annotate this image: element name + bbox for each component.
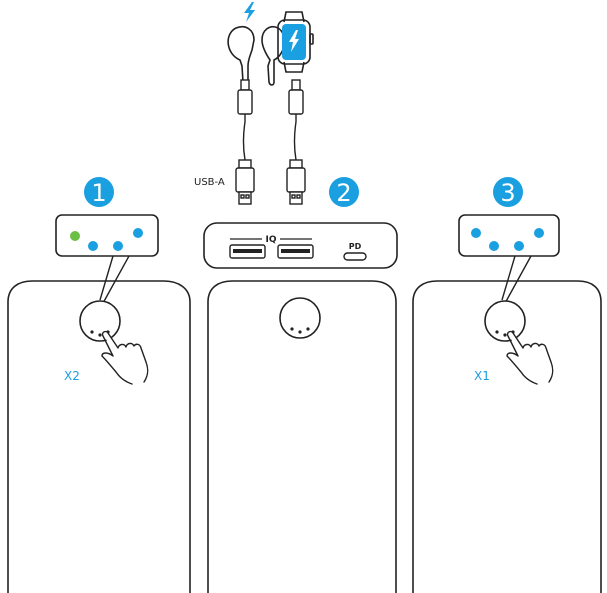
tap-count-label: X2 [64, 369, 80, 383]
power-button-icon [484, 300, 526, 342]
lightning-bolt-icon [244, 2, 255, 22]
power-button-icon [79, 300, 121, 342]
tap-count-label: X1 [474, 369, 490, 383]
led-indicator-icon [133, 228, 143, 238]
lightning-bolt-icon [289, 30, 299, 52]
usb-c-port [343, 252, 367, 261]
led-indicator-icon [113, 241, 123, 251]
tap-hand-icon [101, 330, 149, 385]
power-button-icon [279, 297, 321, 339]
earbuds-icon [227, 25, 286, 86]
smartwatch-icon [277, 11, 314, 73]
led-indicator-icon [534, 228, 544, 238]
led-indicator-icon [70, 231, 80, 241]
step-badge-2: 2 [329, 177, 359, 207]
step-number: 2 [336, 179, 351, 207]
usb-brand-label: IQ [266, 235, 277, 245]
led-indicator-icon [489, 241, 499, 251]
led-indicator-callout-3 [458, 214, 560, 306]
usb-a-connector-icon [235, 167, 306, 205]
power-bank-body-1 [7, 280, 191, 593]
power-bank-body-3 [412, 280, 602, 593]
step-badge-3: 3 [493, 177, 523, 207]
step-number: 1 [91, 179, 106, 207]
power-bank-body-2 [207, 280, 397, 593]
tap-hand-icon [506, 330, 554, 385]
led-indicator-icon [471, 228, 481, 238]
led-indicator-callout-1 [55, 214, 159, 306]
led-indicator-icon [514, 241, 524, 251]
lightning-cable-icon [237, 79, 304, 169]
power-bank-port-panel: IQ PD [203, 222, 398, 269]
step-badge-1: 1 [84, 177, 114, 207]
usb-a-label: USB-A [194, 177, 225, 188]
step-number: 3 [500, 179, 515, 207]
led-indicator-icon [88, 241, 98, 251]
usbc-pd-label: PD [349, 242, 362, 251]
